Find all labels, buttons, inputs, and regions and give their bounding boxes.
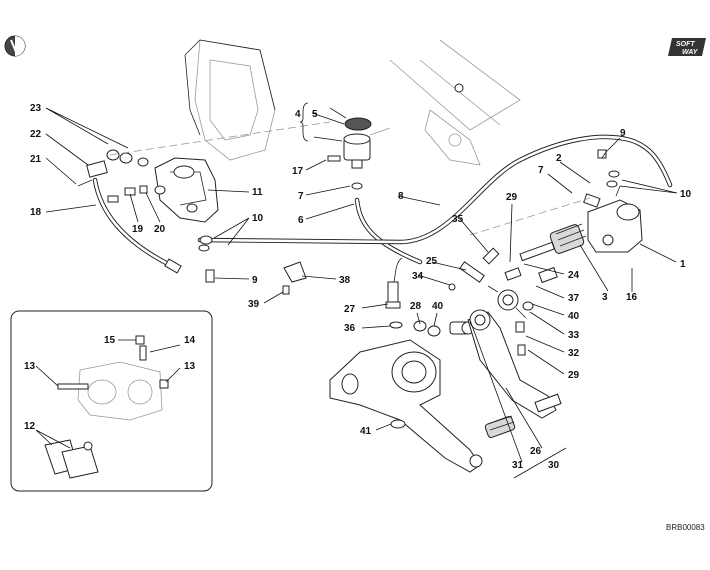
label-33: 33 (568, 330, 580, 341)
brake-pedal (467, 309, 562, 439)
label-23: 23 (30, 103, 42, 114)
label-8: 8 (398, 191, 404, 202)
brake-line-long (197, 134, 673, 252)
badge-line-1: SOFT (676, 41, 695, 48)
label-36: 36 (344, 323, 356, 334)
label-10-right: 10 (680, 189, 692, 200)
label-17: 17 (292, 166, 304, 177)
label-32: 32 (568, 348, 580, 359)
drawing-code: BRB00083 (666, 523, 705, 532)
group-bracket-4 (299, 102, 309, 142)
label-15: 15 (104, 335, 116, 346)
brake-light-switch (385, 247, 500, 329)
hose-clamp-bracket (205, 261, 307, 295)
label-19: 19 (132, 224, 144, 235)
label-11: 11 (252, 187, 263, 198)
label-30: 30 (548, 460, 560, 471)
label-40-left: 40 (432, 301, 444, 312)
footpeg-bracket (329, 339, 483, 473)
label-24: 24 (568, 270, 580, 281)
label-25: 25 (426, 256, 438, 267)
caliper-hose (92, 177, 182, 274)
label-9-left: 9 (252, 275, 258, 286)
frame-outline (389, 39, 521, 166)
label-38: 38 (339, 275, 351, 286)
callout-labels: 23 22 21 18 19 20 11 10 9 38 39 4 5 17 7… (24, 103, 692, 471)
label-27: 27 (344, 304, 356, 315)
return-spring (487, 285, 534, 356)
label-18: 18 (30, 207, 42, 218)
label-29-bottom: 29 (568, 370, 580, 381)
label-5: 5 (312, 109, 318, 120)
label-20: 20 (154, 224, 166, 235)
label-14: 14 (184, 335, 196, 346)
label-6: 6 (298, 215, 304, 226)
reservoir-hose (354, 197, 423, 265)
leader-lines (35, 107, 678, 479)
rear-caliper (154, 157, 219, 223)
page-marker-icon (4, 35, 26, 57)
label-10-left: 10 (252, 213, 264, 224)
label-28: 28 (410, 301, 422, 312)
caliper-bracket (184, 39, 276, 161)
label-22: 22 (30, 129, 42, 140)
label-9-right: 9 (620, 128, 626, 139)
label-21: 21 (30, 154, 42, 165)
label-3: 3 (602, 292, 608, 303)
master-cylinder-pushrod (504, 223, 587, 284)
brake-reservoir (327, 107, 391, 190)
label-16: 16 (626, 292, 638, 303)
label-41: 41 (360, 426, 372, 437)
label-7-right: 7 (538, 165, 544, 176)
badge-line-2: WAY (682, 49, 699, 56)
rear-master-cylinder (583, 185, 643, 253)
label-12: 12 (24, 421, 36, 432)
caliper-banjo-parts (77, 149, 149, 203)
label-26: 26 (530, 446, 542, 457)
label-13-right: 13 (184, 361, 196, 372)
version-badge: SOFT WAY (668, 38, 706, 56)
label-37: 37 (568, 293, 580, 304)
label-2: 2 (556, 153, 562, 164)
label-29-top: 29 (506, 192, 518, 203)
label-39: 39 (248, 299, 260, 310)
label-40-right: 40 (568, 311, 580, 322)
label-31: 31 (512, 460, 524, 471)
label-13-left: 13 (24, 361, 36, 372)
inset-panel (10, 310, 213, 492)
label-4: 4 (295, 109, 301, 120)
label-7-left: 7 (298, 191, 304, 202)
label-35: 35 (452, 214, 464, 225)
pivot-bushes (413, 320, 475, 337)
label-34: 34 (412, 271, 424, 282)
label-1: 1 (680, 259, 686, 270)
